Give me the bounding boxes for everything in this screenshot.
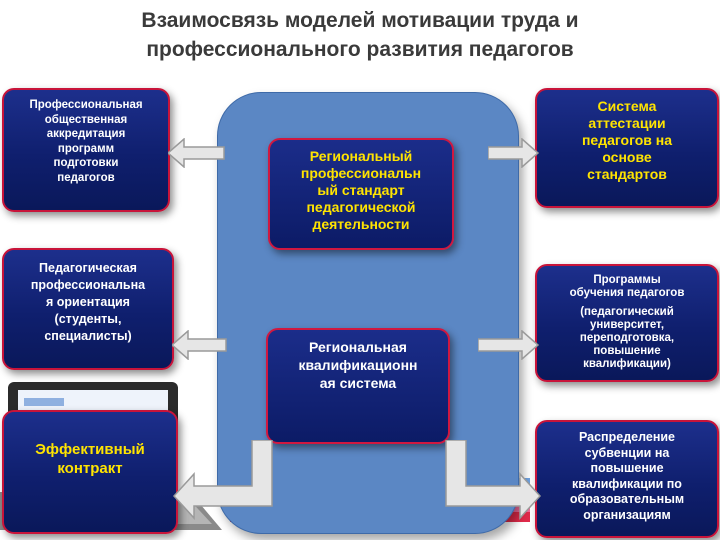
arrow-bent-right-icon: [445, 440, 542, 520]
left-box-1-line-4: программ: [57, 142, 115, 155]
arrow-right-2-icon: [478, 330, 540, 360]
left-box-3-line-1: Эффективный: [35, 441, 145, 458]
arrow-left-1-icon: [168, 138, 225, 168]
center-bottom-line-3: ая система: [319, 375, 397, 391]
right-box-2-line-2: обучения педагогов: [569, 287, 685, 299]
center-top-line-4: педагогической: [306, 199, 416, 215]
center-top-line-2: профессиональн: [300, 165, 422, 181]
right-box-3-line-5: образовательным: [569, 492, 685, 506]
center-top-box: Региональный профессиональн ый стандарт …: [268, 138, 454, 250]
right-box-1-line-3: педагогов на: [581, 132, 673, 148]
left-box-1-line-2: общественная: [44, 113, 128, 126]
right-box-2-sub-5: квалификации): [583, 358, 671, 370]
right-box-training: Программы обучения педагогов (педагогиче…: [535, 264, 719, 382]
right-box-3-line-3: повышение: [590, 461, 664, 475]
center-bottom-line-2: квалификационн: [298, 357, 418, 373]
title-line-1: Взаимосвязь моделей мотивации труда и: [141, 9, 579, 32]
right-box-3-line-1: Распределение: [578, 430, 675, 444]
right-box-subvention: Распределение субвенции на повышение ква…: [535, 420, 719, 538]
right-box-1-line-2: аттестации: [588, 115, 666, 131]
right-box-2-sub-4: повышение: [593, 345, 661, 357]
left-box-1-line-5: подготовки: [53, 157, 119, 169]
right-box-3-line-6: организациям: [583, 507, 671, 522]
left-box-2-line-5: специалисты): [44, 329, 132, 343]
left-box-1-line-3: аккредитация: [46, 128, 126, 140]
left-box-2-line-4: (студенты,: [54, 312, 122, 326]
right-box-2-sub-2: университет,: [589, 319, 665, 331]
center-top-line-5: деятельности: [312, 216, 410, 232]
center-top-line-1: Региональный: [309, 148, 413, 164]
right-box-3-line-4: квалификации по: [572, 476, 682, 491]
left-box-3-line-2: контракт: [57, 460, 123, 477]
center-top-line-3: ый стандарт: [317, 182, 405, 198]
left-box-contract: Эффективный контракт: [2, 410, 178, 534]
arrow-left-2-icon: [172, 330, 227, 360]
right-box-2-sub-3: переподготовка,: [579, 332, 675, 344]
center-bottom-line-1: Региональная: [309, 339, 407, 355]
arrow-bent-left-icon: [172, 440, 273, 520]
left-box-accreditation: Профессиональная общественная аккредитац…: [2, 88, 170, 212]
center-bottom-box: Региональная квалификационн ая система: [266, 328, 450, 444]
right-box-1-line-1: Система: [597, 98, 657, 114]
right-box-1-line-4: основе: [602, 149, 652, 165]
right-box-attestation: Система аттестации педагогов на основе с…: [535, 88, 719, 208]
left-box-1-line-1: Профессиональная: [29, 99, 143, 111]
left-box-1-line-6: педагогов: [57, 171, 115, 184]
right-box-1-line-5: стандартов: [587, 166, 667, 182]
arrow-right-1-icon: [488, 138, 540, 168]
right-box-3-line-2: субвенции на: [584, 445, 670, 460]
left-box-2-line-2: профессиональна: [30, 278, 146, 292]
left-box-2-line-1: Педагогическая: [39, 261, 137, 275]
left-box-2-line-3: я ориентация: [46, 295, 130, 309]
diagram-title: Взаимосвязь моделей мотивации труда и пр…: [60, 6, 660, 64]
right-box-2-line-1: Программы: [593, 274, 661, 286]
title-line-2: профессионального развития педагогов: [146, 38, 574, 61]
left-box-orientation: Педагогическая профессиональна я ориента…: [2, 248, 174, 370]
right-box-2-sub-1: (педагогический: [580, 306, 674, 318]
